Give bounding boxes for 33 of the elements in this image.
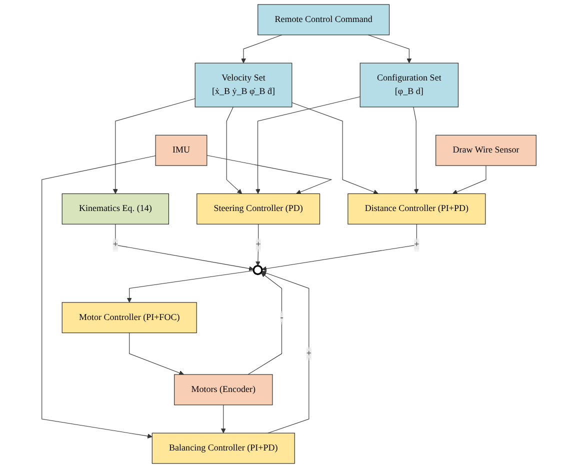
node-box: Velocity Set [ẋ_B ẏ_B φ̇_B ḋ] bbox=[194, 62, 292, 108]
arrow bbox=[112, 98, 196, 194]
arrow bbox=[129, 332, 184, 376]
arrow bbox=[262, 270, 310, 434]
arrow bbox=[255, 96, 360, 194]
arrow bbox=[241, 34, 282, 64]
edge-label: - bbox=[280, 312, 284, 322]
arrow bbox=[452, 165, 486, 194]
node-box: Distance Controller (PI+PD) bbox=[348, 193, 486, 224]
arrow bbox=[262, 224, 417, 272]
arrow bbox=[413, 106, 419, 194]
node-box: Motor Controller (PI+FOC) bbox=[62, 302, 197, 334]
arrow bbox=[126, 270, 254, 303]
node-box: Draw Wire Sensor bbox=[436, 134, 536, 166]
arrow bbox=[220, 404, 226, 434]
node-circle bbox=[252, 264, 263, 276]
node-box: Motors (Encoder) bbox=[174, 374, 273, 406]
arrow bbox=[115, 224, 254, 271]
arrow bbox=[368, 34, 412, 64]
node-box: Balancing Controller (PI+PD) bbox=[152, 432, 295, 464]
arrow bbox=[206, 155, 332, 194]
node-box: IMU bbox=[155, 134, 208, 166]
node-box: Remote Control Command bbox=[258, 4, 390, 36]
node-box: Configuration Set [φ_B d] bbox=[360, 62, 458, 108]
edge-label: + bbox=[306, 348, 312, 358]
node-box: Steering Controller (PD) bbox=[196, 193, 320, 224]
edge-label: + bbox=[256, 240, 261, 250]
edge-label: + bbox=[414, 240, 420, 250]
arrow bbox=[42, 155, 156, 439]
arrow bbox=[226, 106, 242, 194]
edge-label: + bbox=[112, 240, 118, 250]
node-box: Kinematics Eq. (14) bbox=[62, 193, 169, 224]
arrow bbox=[292, 102, 378, 194]
